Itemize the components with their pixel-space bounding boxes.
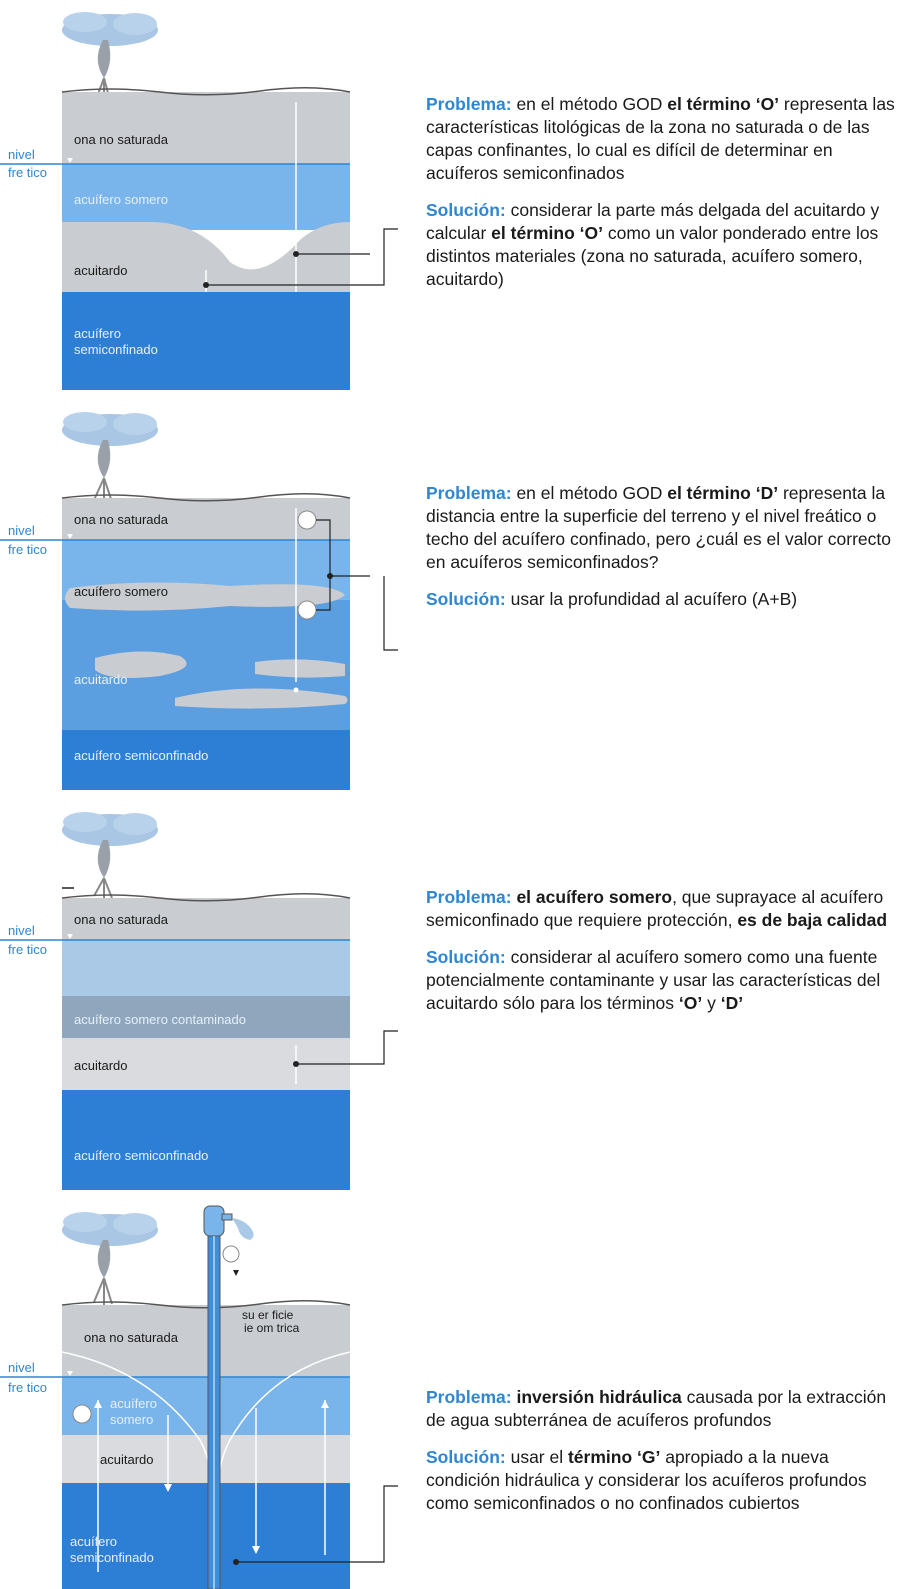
- acuifero-somero-label: acuífero somero: [74, 192, 168, 207]
- freatico-label: fre tico: [8, 1380, 48, 1395]
- acuitardo-label: acuitardo: [74, 672, 128, 687]
- nivel-label: nivel: [8, 1360, 35, 1375]
- freatico-label: fre tico: [8, 165, 48, 180]
- problema-1: Problema: en el método GOD el término ‘O…: [426, 93, 906, 185]
- bold-term: inversión hidráulica: [516, 1387, 682, 1407]
- text-run: representa la distancia entre la superfi…: [426, 483, 891, 572]
- semiconfinado-label: semiconfinado: [70, 1550, 154, 1565]
- bold-term: el término ‘O’: [667, 94, 780, 114]
- semiconfinado-label: semiconfinado: [74, 342, 158, 357]
- nivel-label: nivel: [8, 923, 35, 938]
- solucion-label: Solución:: [426, 200, 506, 220]
- diagram-1-svg: [0, 0, 370, 390]
- diagram-4: nivel fre tico ona no saturada su er fic…: [0, 1200, 370, 1589]
- text-run: y: [702, 993, 721, 1013]
- problema-label: Problema:: [426, 887, 512, 907]
- acuifero-somero-label: acuífero somero: [74, 584, 168, 599]
- acuitardo-label: acuitardo: [74, 1058, 128, 1073]
- acuifero-semiconfinado-label: acuífero semiconfinado: [74, 1148, 209, 1163]
- solucion-label: Solución:: [426, 947, 506, 967]
- text-run: en el método GOD: [511, 94, 668, 114]
- somero-label: somero: [110, 1412, 154, 1427]
- acuifero-somero-contaminado-label: acuífero somero contaminado: [74, 1012, 246, 1027]
- text-run: como un valor ponderado entre los distin…: [426, 223, 879, 289]
- diagram-1: nivel fre tico ona no saturada acuífero …: [0, 0, 370, 390]
- text-block-3: Problema: el acuífero somero, que supray…: [426, 886, 906, 1015]
- zona-no-saturada-label: ona no saturada: [84, 1330, 178, 1345]
- superficie-label-1: su er ficie: [242, 1308, 294, 1322]
- bold-term: el término ‘D’: [667, 483, 779, 503]
- acuifero-deep-label: acuífero: [70, 1534, 117, 1549]
- text-run: apropiado a la nueva condición hidráulic…: [426, 1447, 867, 1513]
- panel-1: nivel fre tico ona no saturada acuífero …: [0, 0, 915, 390]
- solucion-1: Solución: considerar la parte más delgad…: [426, 199, 906, 291]
- problema-2: Problema: en el método GOD el término ‘D…: [426, 482, 906, 574]
- bold-term: es de baja calidad: [737, 910, 888, 930]
- problema-text: en el método GOD el término ‘D’ represen…: [426, 483, 891, 572]
- connector-2: [383, 576, 398, 651]
- solucion-text: usar la profundidad al acuífero (A+B): [505, 589, 798, 609]
- diagram-4-svg: [0, 1205, 370, 1589]
- text-run: representa las características litológic…: [426, 94, 895, 183]
- tree-icon: [62, 412, 158, 504]
- solucion-label: Solución:: [426, 589, 506, 609]
- panel-3: nivel fre tico ona no saturada acuífero …: [0, 800, 915, 1190]
- nivel-label: nivel: [8, 147, 35, 162]
- diagram-2-svg: [0, 412, 370, 790]
- bold-term: término ‘G’: [567, 1447, 661, 1467]
- diagram-2: nivel fre tico ona no saturada acuífero …: [0, 400, 370, 790]
- text-block-4: Problema: inversión hidráulica causada p…: [426, 1386, 906, 1515]
- acuitardo-label: acuitardo: [100, 1452, 154, 1467]
- problema-label: Problema:: [426, 483, 512, 503]
- problema-3: Problema: el acuífero somero, que supray…: [426, 886, 906, 932]
- pump-well-icon: [203, 1205, 254, 1589]
- text-run: considerar al acuífero somero como una f…: [426, 947, 881, 1013]
- solucion-4: Solución: usar el término ‘G’ apropiado …: [426, 1446, 906, 1515]
- solucion-text: considerar la parte más delgada del acui…: [426, 200, 879, 289]
- diagram-3: nivel fre tico ona no saturada acuífero …: [0, 800, 370, 1190]
- tree-icon: [62, 1212, 158, 1306]
- acuifero-semiconfinado-label: acuífero semiconfinado: [74, 748, 209, 763]
- solucion-label: Solución:: [426, 1447, 506, 1467]
- solucion-3: Solución: considerar al acuífero somero …: [426, 946, 906, 1015]
- solucion-2: Solución: usar la profundidad al acuífer…: [426, 588, 906, 611]
- solucion-text: considerar al acuífero somero como una f…: [426, 947, 880, 1013]
- bold-term: el término ‘O’: [491, 223, 603, 243]
- problema-text: inversión hidráulica causada por la extr…: [426, 1387, 886, 1430]
- panel-2: nivel fre tico ona no saturada acuífero …: [0, 400, 915, 790]
- solucion-text: usar el término ‘G’ apropiado a la nueva…: [426, 1447, 867, 1513]
- acuitardo-label: acuitardo: [74, 263, 128, 278]
- problema-label: Problema:: [426, 1387, 512, 1407]
- zona-no-saturada-label: ona no saturada: [74, 512, 168, 527]
- problema-label: Problema:: [426, 94, 512, 114]
- bold-term: ‘D’: [720, 993, 744, 1013]
- connector-4: [370, 1485, 398, 1563]
- text-run: considerar la parte más delgada del acui…: [426, 200, 880, 243]
- bold-term: ‘O’: [678, 993, 703, 1013]
- freatico-label: fre tico: [8, 542, 48, 557]
- panel-4: nivel fre tico ona no saturada su er fic…: [0, 1200, 915, 1589]
- diagram-3-svg: [0, 812, 370, 1190]
- tree-icon: [62, 812, 158, 900]
- text-block-2: Problema: en el método GOD el término ‘D…: [426, 482, 906, 611]
- text-block-1: Problema: en el método GOD el término ‘O…: [426, 93, 906, 291]
- problema-text: en el método GOD el término ‘O’ represen…: [426, 94, 895, 183]
- problema-4: Problema: inversión hidráulica causada p…: [426, 1386, 906, 1432]
- zona-no-saturada-label: ona no saturada: [74, 912, 168, 927]
- text-run: , que suprayace al acuífero semiconfinad…: [426, 887, 884, 930]
- bold-term: el acuífero somero: [516, 887, 673, 907]
- zona-no-saturada-label: ona no saturada: [74, 132, 168, 147]
- problema-text: el acuífero somero, que suprayace al acu…: [426, 887, 887, 930]
- connector-3: [370, 1030, 398, 1065]
- text-run: causada por la extracción de agua subter…: [426, 1387, 887, 1430]
- nivel-label: nivel: [8, 523, 35, 538]
- superficie-label-2: ie om trica: [244, 1321, 300, 1335]
- acuifero-label: acuífero: [110, 1396, 157, 1411]
- text-run: usar la profundidad al acuífero (A+B): [505, 589, 798, 609]
- text-run: en el método GOD: [511, 483, 668, 503]
- acuifero-label: acuífero: [74, 326, 121, 341]
- connector-1: [370, 228, 398, 286]
- freatico-label: fre tico: [8, 942, 48, 957]
- text-run: usar el: [505, 1447, 568, 1467]
